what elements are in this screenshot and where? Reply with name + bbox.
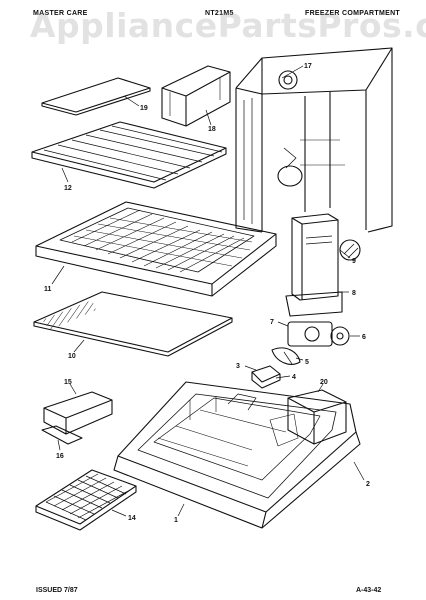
callout-15: 15 xyxy=(64,379,72,386)
callout-11: 11 xyxy=(44,286,52,293)
part-19-shelf xyxy=(41,77,151,116)
footer-page-code: A-43-42 xyxy=(356,587,382,594)
callout-4: 4 xyxy=(292,374,296,381)
part-15-ice-bin xyxy=(43,391,113,435)
callout-6: 6 xyxy=(362,334,366,341)
callout-7: 7 xyxy=(270,319,274,326)
part-12-wire-shelf xyxy=(31,121,227,189)
header-section-title: FREEZER COMPARTMENT xyxy=(305,10,401,17)
part-11-crisper-cover xyxy=(35,201,277,297)
callout-1: 1 xyxy=(174,517,178,524)
callout-3: 3 xyxy=(236,363,240,370)
callout-12: 12 xyxy=(64,185,72,192)
callout-9: 9 xyxy=(352,258,356,265)
part-1-2-freezer-pan xyxy=(113,381,361,529)
callout-19: 19 xyxy=(140,105,148,112)
callout-8: 8 xyxy=(352,290,356,297)
freezer-cabinet xyxy=(235,47,393,233)
callout-17: 17 xyxy=(304,63,312,70)
callout-5: 5 xyxy=(305,359,309,366)
part-7-fan-bracket xyxy=(287,321,333,347)
callout-20: 20 xyxy=(320,379,328,386)
callout-2: 2 xyxy=(366,481,370,488)
header-model-number: NT21M5 xyxy=(205,10,234,17)
watermark-text: AppliancePartsPros.com xyxy=(30,6,426,45)
part-3-evaporator-fan-motor xyxy=(251,365,281,389)
footer-issued-date: ISSUED 7/87 xyxy=(36,587,78,594)
part-18-rail xyxy=(161,65,231,127)
part-20-cover xyxy=(287,389,347,445)
callout-18: 18 xyxy=(208,126,216,133)
watermark: AppliancePartsPros.com® xyxy=(30,6,426,45)
callout-14: 14 xyxy=(128,515,136,522)
part-16-handle xyxy=(41,425,83,445)
part-9-damper-control xyxy=(339,239,361,261)
part-6-fan-motor xyxy=(330,326,350,346)
callout-16: 16 xyxy=(56,453,64,460)
part-14-ice-tray xyxy=(35,469,137,531)
callout-10: 10 xyxy=(68,353,76,360)
header-master-care: MASTER CARE xyxy=(33,10,88,17)
part-5-fan-blade xyxy=(271,347,301,365)
part-8-air-duct xyxy=(285,213,343,317)
part-10-glass-insert xyxy=(33,291,233,357)
